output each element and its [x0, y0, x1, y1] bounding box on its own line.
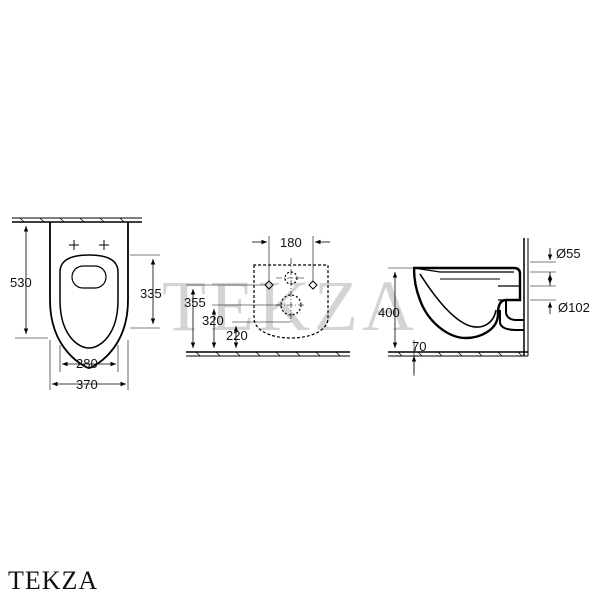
rear-view	[186, 236, 350, 357]
side-bowl-outline	[412, 266, 522, 340]
dim-dia102-label: Ø102	[558, 300, 590, 315]
dim-dia55-label: Ø55	[556, 246, 581, 261]
rear-bowl-outline	[253, 264, 329, 339]
front-bowl-outline	[49, 222, 129, 369]
dim-355-label: 355	[184, 295, 206, 310]
dim-220-label: 220	[226, 328, 248, 343]
brand-logo-text: TEKZA	[8, 566, 99, 595]
dim-280-label: 280	[76, 356, 98, 371]
dim-400-label: 400	[378, 305, 400, 320]
dim-530-label: 530	[10, 275, 32, 290]
side-view	[388, 238, 556, 376]
dim-70-label: 70	[412, 339, 426, 354]
dim-370-label: 370	[76, 377, 98, 392]
front-view	[12, 217, 160, 390]
dim-180-label: 180	[280, 235, 302, 250]
watermark-text: TEKZA	[162, 266, 418, 346]
dim-335-label: 335	[140, 286, 162, 301]
front-bowl-opening	[59, 254, 119, 349]
dim-320-label: 320	[202, 313, 224, 328]
